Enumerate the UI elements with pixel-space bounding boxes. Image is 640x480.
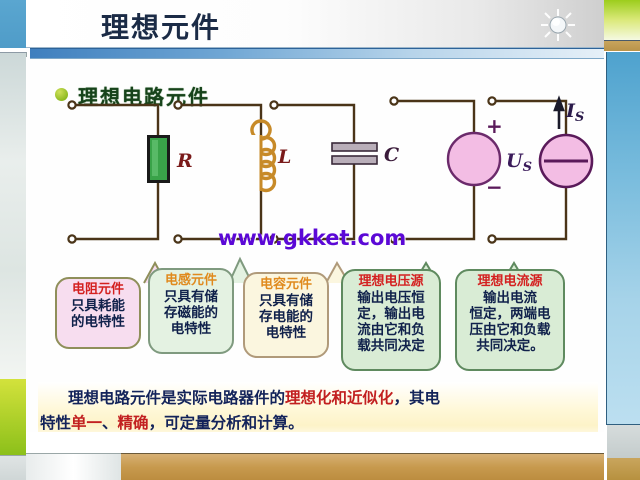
callout-line: 输出电压恒: [357, 290, 425, 306]
callout-line: 只具有储: [259, 293, 313, 309]
voltage-source-minus: −: [486, 175, 503, 199]
summary-text-c: 特性: [40, 414, 72, 432]
inductor-callout: 电感元件 只具有储 存磁能的 电特性: [148, 268, 234, 354]
callout-line: 电特性: [265, 325, 307, 341]
current-arrow-icon: [553, 95, 565, 129]
summary-text-a: 理想电路元件是实际电路器件的: [68, 389, 286, 407]
right-border-tan-strip: [604, 40, 640, 51]
callout-title: 电容元件: [259, 277, 312, 292]
footer-gray-block: [26, 453, 121, 480]
callout-line: 存磁能的: [164, 305, 218, 321]
summary-highlight-2: 单一: [71, 414, 103, 432]
callout-line: 压由它和负载: [469, 322, 551, 338]
watermark: www.gkket.com: [218, 226, 407, 250]
summary-line-2: 特性单一、精确，可定量分析和计算。: [40, 411, 304, 436]
current-source-symbol: [538, 133, 594, 189]
footer-white-strip: [26, 432, 604, 454]
right-border-green-block: [604, 0, 640, 40]
callout-line: 流由它和负: [357, 322, 425, 338]
left-border-gray-block: [0, 455, 26, 480]
callout-title: 理想电压源: [358, 274, 424, 289]
slide-header: 理想元件: [26, 0, 604, 48]
voltage-source-callout: 理想电压源 输出电压恒 定，输出电 流由它和负 载共同决定: [341, 269, 441, 371]
right-border-blue-column: [606, 52, 640, 425]
callout-title: 电阻元件: [71, 282, 124, 297]
header-accent-bar: [30, 48, 604, 59]
current-source-callout: 理想电流源 输出电流 恒定，两端电 压由它和负载 共同决定。: [455, 269, 565, 371]
resistor-symbol: [147, 135, 170, 183]
footer-tan-bar: [121, 453, 604, 480]
sun-icon: [541, 9, 575, 41]
inductor-label: L: [277, 146, 291, 168]
callout-line: 只具有储: [164, 289, 218, 305]
summary-highlight-3: 精确: [117, 414, 149, 432]
callout-title: 理想电流源: [477, 274, 543, 289]
capacitor-label: C: [384, 144, 399, 166]
callout-line: 只具耗能: [71, 298, 125, 314]
capacitor-symbol: [331, 142, 378, 165]
page-title: 理想元件: [101, 11, 222, 44]
current-source-label: IS: [565, 100, 584, 125]
voltage-source-symbol: [446, 131, 502, 187]
right-border-gray-block: [607, 425, 640, 458]
capacitor-callout: 电容元件 只具有储 存电能的 电特性: [243, 272, 329, 358]
summary-text-sep: 、: [102, 414, 118, 432]
callout-line: 共同决定。: [476, 338, 544, 354]
resistor-callout: 电阻元件 只具耗能 的电特性: [55, 277, 141, 349]
callout-line: 的电特性: [71, 314, 125, 330]
callout-line: 输出电流: [483, 290, 537, 306]
green-bullet-icon: [55, 88, 68, 101]
summary-text-b: ，其电: [393, 389, 441, 407]
callout-title: 电感元件: [164, 273, 217, 288]
left-border-blue-block: [0, 0, 27, 48]
callout-line: 定，输出电: [357, 306, 425, 322]
callout-line: 存电能的: [259, 309, 313, 325]
voltage-source-plus: +: [486, 114, 503, 138]
right-border-tan-block: [607, 458, 640, 480]
left-border-green-block: [0, 379, 26, 455]
callout-line: 载共同决定: [357, 338, 425, 354]
summary-line-1: 理想电路元件是实际电路器件的理想化和近似化，其电: [68, 386, 440, 411]
summary-highlight-1: 理想化和近似化: [285, 389, 394, 407]
summary-text-d: ，可定量分析和计算。: [148, 414, 304, 432]
voltage-source-label: US: [506, 150, 532, 175]
callout-line: 恒定，两端电: [469, 306, 551, 322]
callout-line: 电特性: [170, 321, 212, 337]
resistor-label: R: [176, 150, 193, 172]
left-border-strip: [0, 52, 27, 380]
